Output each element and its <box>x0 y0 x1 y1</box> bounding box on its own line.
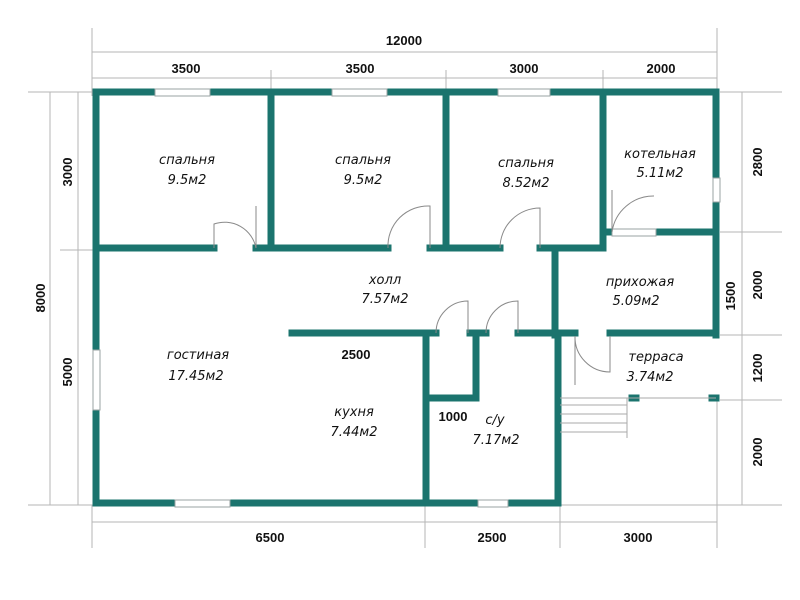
room-area: 8.52м2 <box>502 176 549 191</box>
dimension-bottom-segment: 6500 <box>256 530 285 545</box>
dimension-top-segment: 2000 <box>647 61 676 76</box>
room-name: терраса <box>628 350 683 365</box>
room-area: 9.5м2 <box>168 173 207 188</box>
room-area: 7.44м2 <box>330 425 377 440</box>
room-area: 3.74м2 <box>626 370 673 385</box>
room-name: спальня <box>159 153 215 168</box>
dimension-top-total: 12000 <box>386 33 422 48</box>
room-name: прихожая <box>606 275 675 290</box>
windows <box>92 88 721 508</box>
dimension-bottom-segment: 2500 <box>478 530 507 545</box>
room-area: 7.57м2 <box>361 292 408 307</box>
room-labels: спальня 9.5м2 спальня 9.5м2 спальня 8.52… <box>159 147 696 448</box>
terrace-stairs <box>560 397 716 438</box>
dimension-bottom-segment: 3000 <box>624 530 653 545</box>
dimension-top-segment: 3500 <box>172 61 201 76</box>
dimension-top-segment: 3000 <box>510 61 539 76</box>
dimension-right-segment: 2000 <box>750 271 765 300</box>
dimension-right-segment: 2000 <box>750 438 765 467</box>
room-name: с/у <box>485 413 505 428</box>
dimension-right-segment: 1500 <box>723 282 738 311</box>
doors <box>213 190 655 385</box>
dimension-left-total: 8000 <box>33 284 48 313</box>
dimension-lines <box>28 28 782 548</box>
dimension-right-segment: 1200 <box>750 354 765 383</box>
room-area: 5.11м2 <box>636 166 683 181</box>
dimension-left-segment: 5000 <box>60 358 75 387</box>
room-name: котельная <box>624 147 696 162</box>
room-name: спальня <box>335 153 391 168</box>
dimension-labels: 12000 3500 3500 3000 2000 6500 2500 3000… <box>33 33 765 545</box>
dimension-top-segment: 3500 <box>346 61 375 76</box>
dimension-left-segment: 3000 <box>60 158 75 187</box>
dimension-inner: 2500 <box>342 347 371 362</box>
room-name: гостиная <box>167 348 229 363</box>
room-area: 7.17м2 <box>472 433 519 448</box>
room-name: кухня <box>334 405 374 420</box>
room-area: 9.5м2 <box>344 173 383 188</box>
room-area: 5.09м2 <box>612 294 659 309</box>
room-area: 17.45м2 <box>168 369 223 384</box>
dimension-right-segment: 2800 <box>750 148 765 177</box>
room-name: спальня <box>498 156 554 171</box>
room-name: холл <box>368 273 401 288</box>
dimension-inner: 1000 <box>439 409 468 424</box>
